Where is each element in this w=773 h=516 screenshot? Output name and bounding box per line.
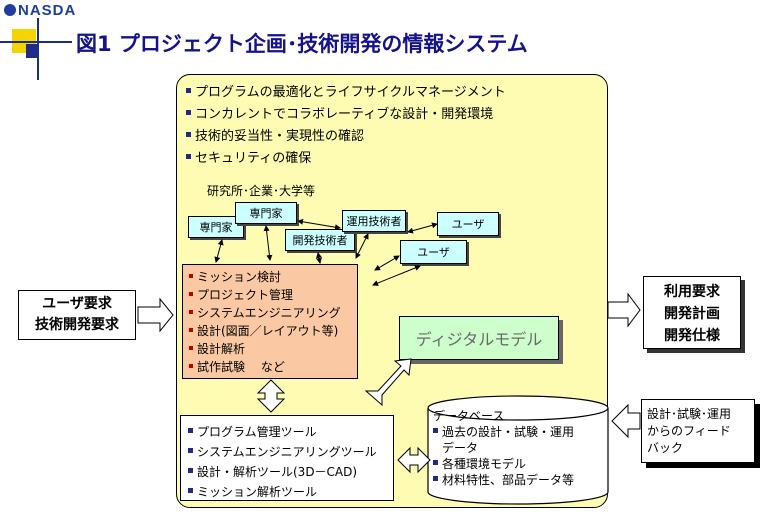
bullet-icon: [189, 274, 193, 278]
output-line: 開発計画: [664, 306, 720, 322]
title-decoration-line-horizontal: [0, 41, 72, 43]
input-line: ユーザ要求: [42, 296, 112, 312]
database-item: 材料特性、部品データ等: [433, 472, 574, 488]
bullet-icon: [189, 364, 193, 368]
tool-item: 設計・解析ツール(3D－CAD): [188, 462, 393, 482]
expert-bubble-1: 専門家: [188, 216, 244, 238]
connector-arrow: [316, 252, 322, 264]
goal-item: 技術的妥当性・実現性の確認: [186, 126, 506, 148]
bullet-icon: [186, 154, 191, 159]
tool-item: ミッション解析ツール: [188, 482, 393, 502]
database-item: 過去の設計・試験・運用: [433, 424, 574, 440]
bullet-icon: [189, 328, 193, 332]
activities-box: ミッション検討 プロジェクト管理 システムエンジニアリング 設計(図面／レイアウ…: [182, 264, 358, 379]
feedback-block-arrow: [611, 403, 641, 439]
tool-item: システムエンジニアリングツール: [188, 442, 393, 462]
bullet-icon: [186, 88, 191, 93]
expert-bubble-2: 専門家: [235, 202, 297, 224]
output-block-arrow: [607, 292, 641, 328]
goal-item: プログラムの最適化とライフサイクルマネージメント: [186, 82, 506, 104]
bullet-icon: [433, 460, 438, 465]
database-item-continuation: データ: [442, 441, 479, 455]
bullet-icon: [189, 346, 193, 350]
activities-tools-block-arrow: [256, 379, 286, 413]
operator-bubble: 運用技術者: [342, 210, 406, 232]
nasda-logo: NASDA: [4, 2, 76, 19]
feedback-line: バック: [647, 441, 684, 455]
tool-item: プログラム管理ツール: [188, 422, 393, 442]
bullet-icon: [188, 428, 193, 433]
tools-box: プログラム管理ツール システムエンジニアリングツール 設計・解析ツール(3D－C…: [180, 415, 394, 501]
output-box: 利用要求 開発計画 開発仕様: [643, 276, 741, 349]
connector-arrow: [374, 255, 400, 271]
activity-item: ミッション検討: [189, 268, 357, 286]
database-text: データベース 過去の設計・試験・運用 データ 各種環境モデル 材料特性、部品デー…: [433, 408, 574, 488]
bullet-icon: [189, 292, 193, 296]
activity-item: システムエンジニアリング: [189, 304, 357, 322]
bullet-icon: [433, 476, 438, 481]
activity-item: 設計解析: [189, 340, 357, 358]
tools-database-block-arrow: [397, 446, 431, 474]
goal-item: コンカレントでコラボレーティブな設計・開発環境: [186, 104, 506, 126]
goal-list: プログラムの最適化とライフサイクルマネージメント コンカレントでコラボレーティブ…: [186, 82, 506, 170]
connector-arrow: [372, 265, 421, 286]
input-requirements-box: ユーザ要求 技術開発要求: [18, 290, 136, 340]
logo-text: NASDA: [18, 2, 77, 19]
connector-arrow: [263, 225, 273, 261]
model-database-block-arrow: [364, 358, 412, 407]
nasda-logo-mark: [4, 4, 16, 16]
bullet-icon: [188, 448, 193, 453]
user-bubble-2: ユーザ: [400, 240, 467, 264]
bullet-icon: [188, 468, 193, 473]
activity-item: 設計(図面／レイアウト等): [189, 322, 357, 340]
goal-item: セキュリティの確保: [186, 148, 506, 170]
page-title: 図1 プロジェクト企画･技術開発の情報システム: [76, 32, 528, 56]
user-bubble-1: ユーザ: [437, 212, 499, 236]
connector-arrow: [407, 222, 438, 234]
output-line: 利用要求: [664, 284, 720, 300]
database-cylinder: [427, 395, 609, 505]
input-line: 技術開発要求: [35, 317, 119, 333]
connector-arrow: [214, 239, 224, 263]
feedback-line: 設計･試験･運用: [647, 407, 732, 421]
developer-bubble: 開発技術者: [285, 229, 355, 251]
connector-arrow: [297, 218, 341, 231]
connector-arrow: [355, 233, 369, 259]
feedback-line: からのフィード: [647, 424, 731, 438]
bullet-icon: [189, 310, 193, 314]
bullet-icon: [433, 428, 438, 433]
digital-model-box: ディジタルモデル: [399, 316, 559, 360]
feedback-box: 設計･試験･運用 からのフィード バック: [641, 399, 755, 463]
bullet-icon: [188, 488, 193, 493]
title-decoration-small-square: [26, 44, 38, 58]
database-title: データベース: [433, 409, 505, 423]
database-item: 各種環境モデル: [433, 456, 574, 472]
activity-item: プロジェクト管理: [189, 286, 357, 304]
title-decoration-line-vertical: [37, 18, 39, 80]
bullet-icon: [186, 110, 191, 115]
bullet-icon: [186, 132, 191, 137]
participants-label: 研究所･企業･大学等: [207, 184, 316, 198]
input-block-arrow: [137, 297, 174, 333]
activity-item: 試作試験 など: [189, 358, 357, 376]
output-line: 開発仕様: [664, 328, 720, 344]
